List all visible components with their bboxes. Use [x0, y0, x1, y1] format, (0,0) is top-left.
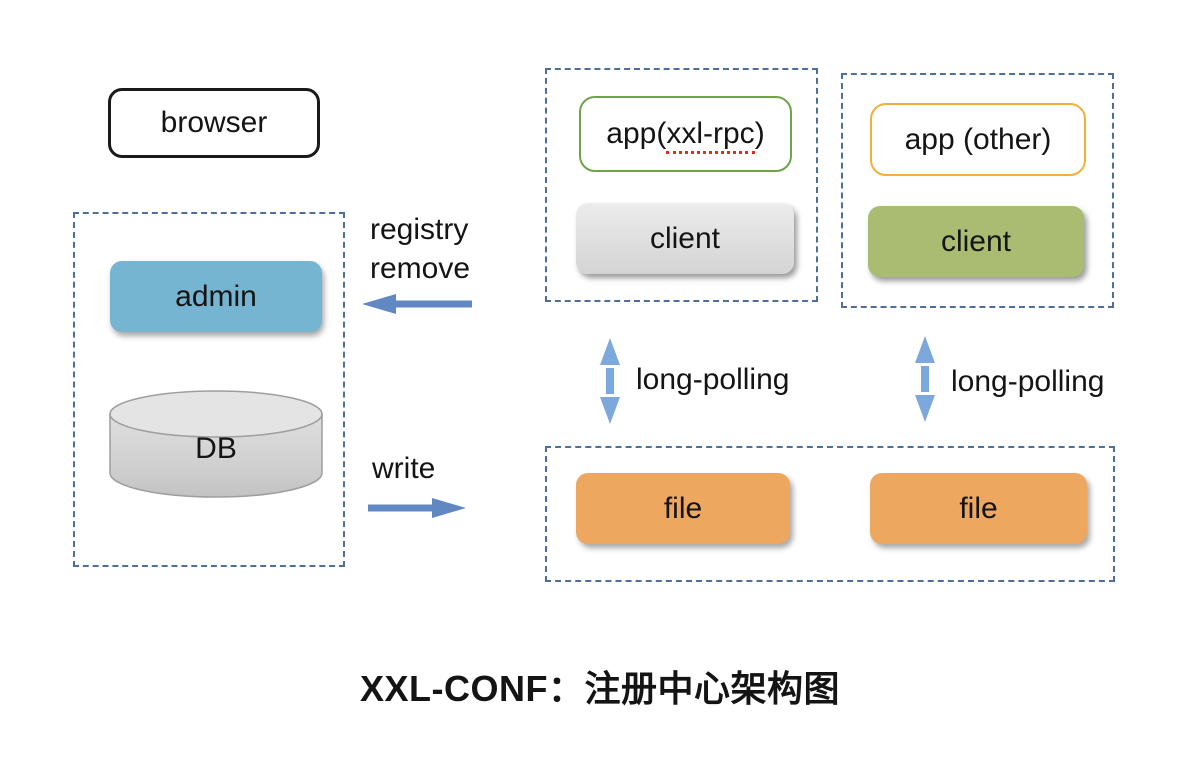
arrow-left-icon [362, 294, 472, 314]
admin-group-border [73, 212, 345, 567]
admin-label: admin [175, 279, 257, 313]
registry-label: registry [370, 213, 469, 246]
client-other-label: client [940, 224, 1012, 258]
client-other-node: client [868, 206, 1084, 277]
client-rpc-label: client [649, 221, 721, 255]
admin-node: admin [110, 261, 322, 332]
app-other-node: app (other) [870, 103, 1086, 176]
app-other-label: app (other) [904, 122, 1052, 156]
browser-label: browser [160, 106, 268, 139]
db-cylinder-node: DB [108, 388, 324, 500]
file-other-label: file [959, 491, 998, 525]
app-rpc-group-border [545, 68, 818, 302]
db-label: DB [195, 432, 237, 465]
long-polling-rpc-label: long-polling [636, 363, 790, 396]
app-xxl-rpc-node: app(xxl-rpc) [579, 96, 792, 172]
double-arrow-vertical-icon [600, 338, 620, 424]
file-other-node: file [870, 473, 1087, 544]
write-label: write [372, 452, 436, 485]
long-polling-other-label: long-polling [951, 365, 1105, 398]
database-cylinder-icon [109, 390, 323, 498]
arrow-right-icon [368, 498, 466, 518]
app-rpc-label: app(xxl-rpc) [606, 117, 765, 154]
double-arrow-vertical-icon [915, 336, 935, 422]
remove-label: remove [370, 252, 471, 285]
files-group-border [545, 446, 1115, 582]
diagram-title: XXL-CONF：注册中心架构图 [360, 668, 840, 709]
client-rpc-node: client [576, 203, 794, 274]
file-rpc-node: file [576, 473, 790, 544]
browser-node: browser [108, 88, 320, 158]
app-other-group-border [841, 73, 1114, 308]
file-rpc-label: file [663, 491, 703, 525]
registry-remove-label: registry remove [370, 210, 470, 288]
app-rpc-highlighted-text: xxl-rpc [666, 117, 755, 154]
